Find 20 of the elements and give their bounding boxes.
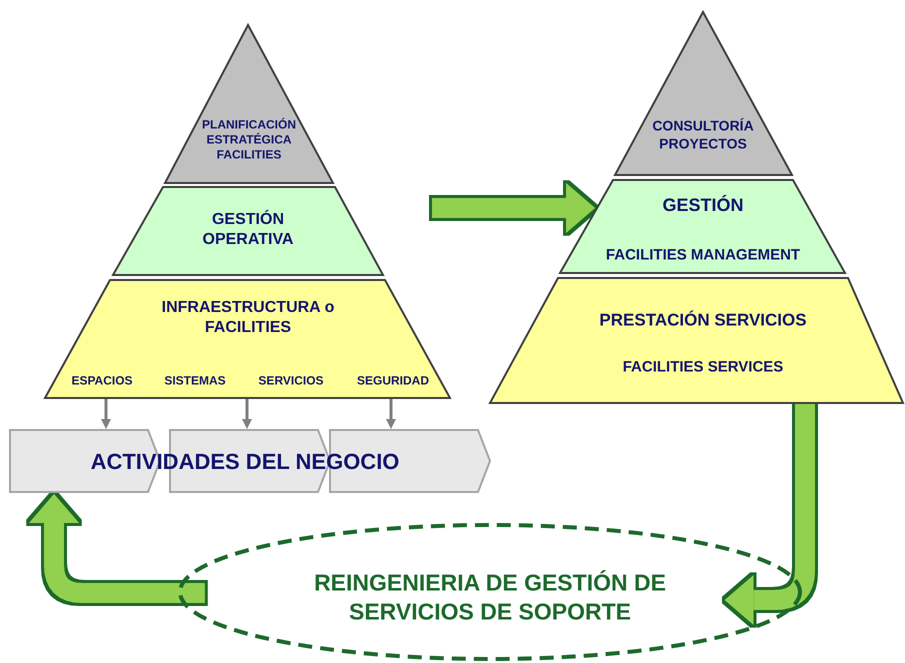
layer-label: FACILITIES SERVICES [622,358,784,378]
layer-title: PLANIFICACIÓN ESTRATÉGICA FACILITIES [201,118,297,162]
arrow [386,399,396,429]
banner-label: ACTIVIDADES DEL NEGOCIO [90,449,400,475]
layer-title: PRESTACIÓN SERVICIOS [599,309,807,331]
block-arrow [724,404,815,625]
block-arrow [432,183,596,233]
arrow [242,399,252,429]
layer-label: SISTEMAS [164,374,226,388]
layer-label: FACILITIES MANAGEMENT [606,246,800,266]
arrow [101,399,111,429]
block-arrow [29,494,205,603]
layer-label: SERVICIOS [258,374,324,388]
layer-title: GESTIÓN [662,194,744,216]
layer-title: GESTIÓN OPERATIVA [202,210,294,250]
layer-label: ESPACIOS [71,374,133,388]
layer-title: CONSULTORÍA PROYECTOS [651,118,755,152]
ellipse-label: REINGENIERIA DE GESTIÓN DE SERVICIOS DE SOPORTE [313,568,667,626]
layer-title: INFRAESTRUCTURA o FACILITIES [160,298,336,338]
layer-label: SEGURIDAD [357,374,429,388]
